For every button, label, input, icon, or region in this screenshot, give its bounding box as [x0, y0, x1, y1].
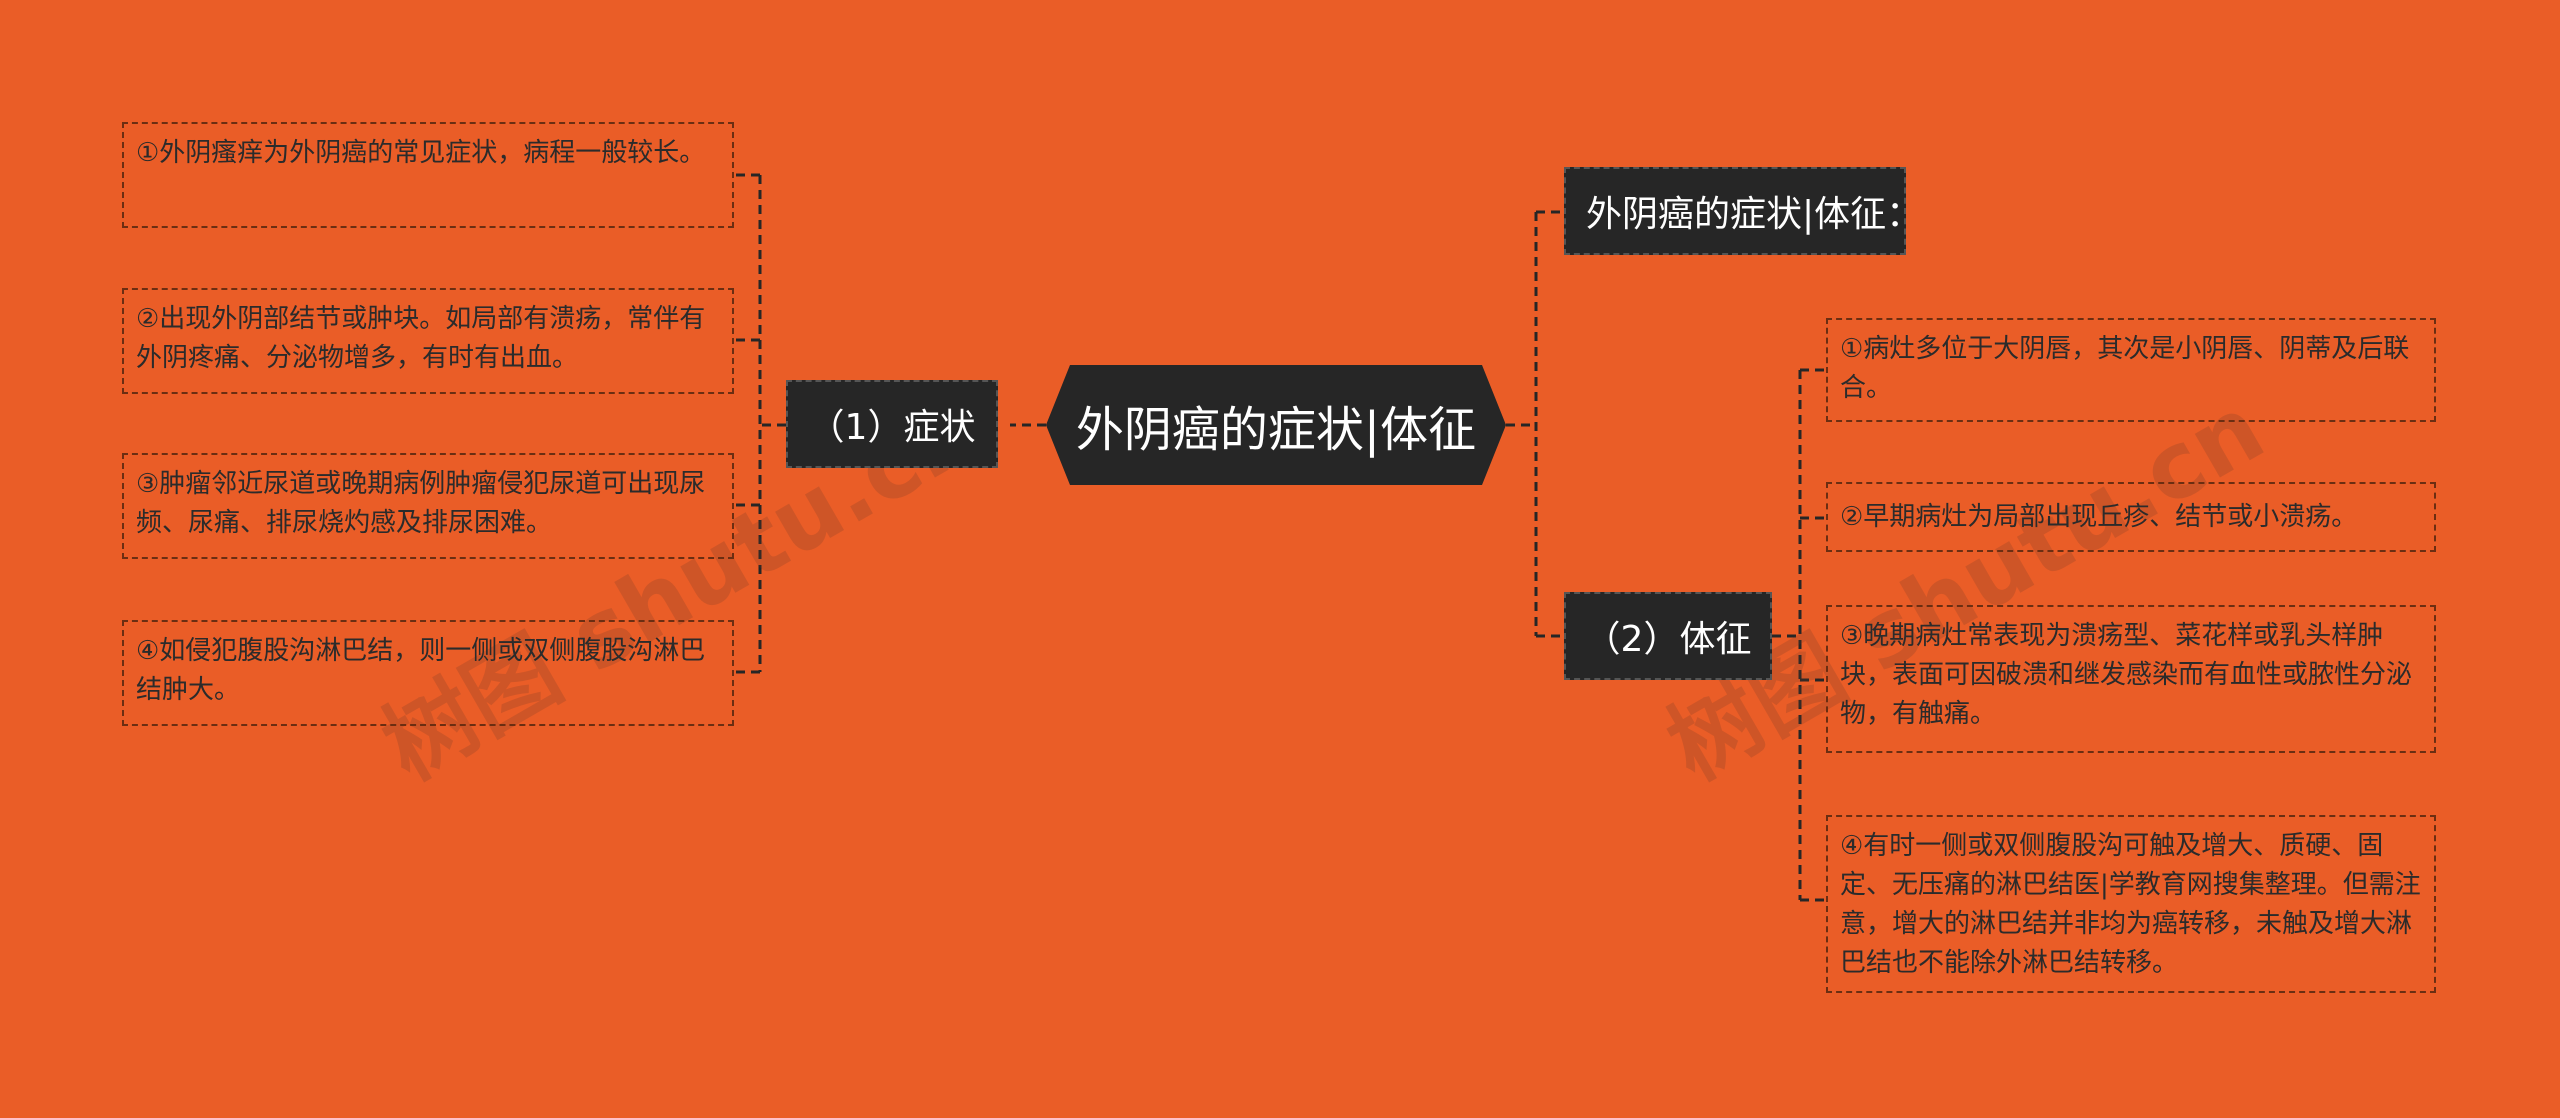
leaf-sign-3[interactable]: ③晚期病灶常表现为溃疡型、菜花样或乳头样肿块，表面可因破溃和继发感染而有血性或脓…: [1826, 605, 2436, 753]
topic-heading[interactable]: 外阴癌的症状|体征：: [1564, 167, 1922, 255]
topic-symptoms[interactable]: （1）症状: [786, 380, 998, 468]
leaf-symptom-3[interactable]: ③肿瘤邻近尿道或晚期病例肿瘤侵犯尿道可出现尿频、尿痛、排尿烧灼感及排尿困难。: [122, 453, 734, 559]
root-topic[interactable]: 外阴癌的症状|体征: [1046, 365, 1506, 485]
leaf-symptom-4[interactable]: ④如侵犯腹股沟淋巴结，则一侧或双侧腹股沟淋巴结肿大。: [122, 620, 734, 726]
leaf-sign-1[interactable]: ①病灶多位于大阴唇，其次是小阴唇、阴蒂及后联合。: [1826, 318, 2436, 422]
leaf-symptom-1[interactable]: ①外阴瘙痒为外阴癌的常见症状，病程一般较长。: [122, 122, 734, 228]
topic-signs[interactable]: （2）体征: [1564, 592, 1772, 680]
leaf-sign-4[interactable]: ④有时一侧或双侧腹股沟可触及增大、质硬、固定、无压痛的淋巴结医|学教育网搜集整理…: [1826, 815, 2436, 993]
leaf-sign-2[interactable]: ②早期病灶为局部出现丘疹、结节或小溃疡。: [1826, 482, 2436, 552]
leaf-symptom-2[interactable]: ②出现外阴部结节或肿块。如局部有溃疡，常伴有外阴疼痛、分泌物增多，有时有出血。: [122, 288, 734, 394]
